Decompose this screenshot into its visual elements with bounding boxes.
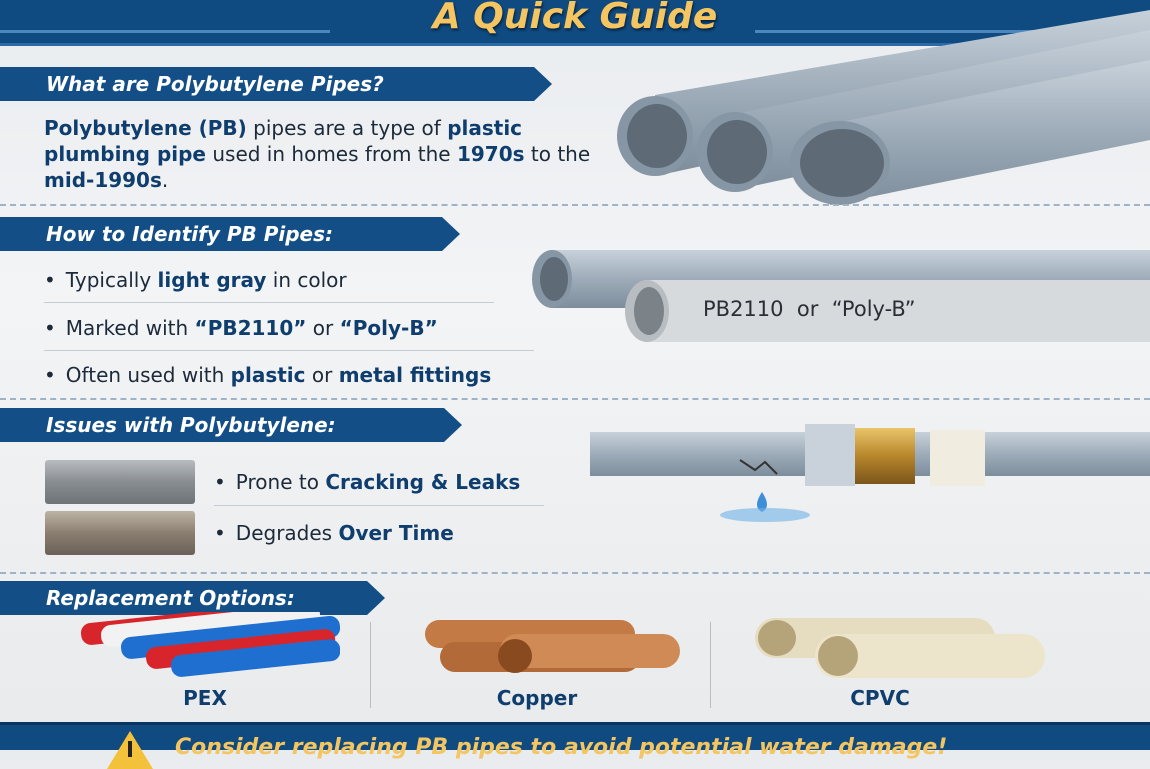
section-title-what: What are Polybutylene Pipes? — [0, 67, 552, 101]
footer-warning-banner: Consider replacing PB pipes to avoid pot… — [0, 722, 1150, 769]
divider — [0, 204, 1150, 206]
section-title-identify: How to Identify PB Pipes: — [0, 217, 460, 251]
option-pex-label: PEX — [183, 686, 227, 710]
issue-item: Prone to Cracking & Leaks — [214, 470, 521, 494]
copper-pipes-illustration — [425, 620, 680, 673]
divider — [370, 622, 371, 708]
what-description: Polybutylene (PB) pipes are a type of pl… — [44, 116, 591, 192]
pb-pipes-illustration — [617, 10, 1150, 205]
marked-pipes-illustration — [532, 250, 1150, 342]
rule — [44, 302, 494, 303]
pipe-marking-text: PB2110 or “Poly-B” — [703, 297, 916, 321]
header-rule-left — [0, 30, 330, 33]
option-copper-label: Copper — [496, 686, 578, 710]
footer-warning-text: Consider replacing PB pipes to avoid pot… — [175, 735, 948, 760]
header-subtitle: A Quick Guide — [432, 0, 718, 37]
identify-item: Typically light gray in color — [44, 268, 347, 292]
identify-item: Often used with plastic or metal fitting… — [44, 363, 491, 387]
section-title-replacement: Replacement Options: — [0, 581, 385, 615]
section-title-issues: Issues with Polybutylene: — [0, 408, 462, 442]
leaking-pipe-illustration — [590, 424, 1150, 522]
option-cpvc-label: CPVC — [850, 686, 910, 710]
issue-item: Degrades Over Time — [214, 521, 454, 545]
header-banner: A Quick Guide — [0, 0, 1150, 46]
cpvc-pipes-illustration — [755, 618, 1045, 678]
rule — [214, 505, 544, 506]
divider — [710, 622, 711, 708]
warning-triangle-icon — [107, 731, 153, 769]
header-rule-right — [755, 30, 1150, 33]
identify-item: Marked with “PB2110” or “Poly-B” — [44, 316, 438, 340]
rule — [44, 350, 534, 351]
degraded-pipe-thumbnail — [45, 511, 195, 555]
divider — [0, 572, 1150, 574]
divider — [0, 398, 1150, 400]
pex-pipes-illustration — [80, 612, 340, 677]
cracked-pipe-thumbnail — [45, 460, 195, 504]
